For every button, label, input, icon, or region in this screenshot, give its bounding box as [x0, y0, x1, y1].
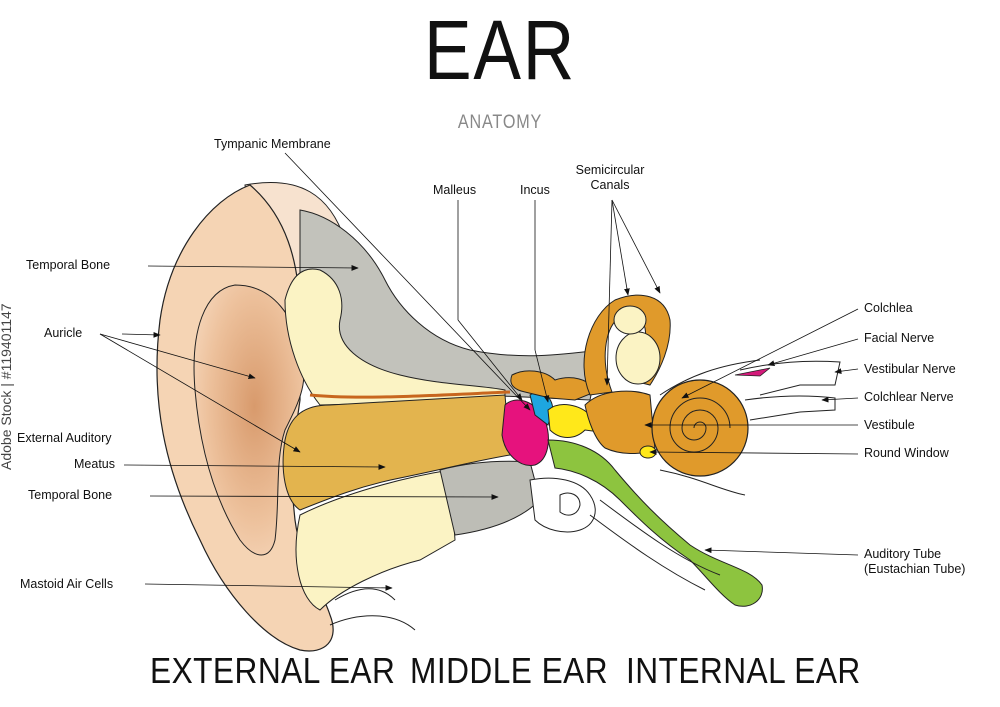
external-auditory-canal	[282, 394, 511, 511]
label-vestibule: Vestibule	[864, 418, 915, 432]
page-subtitle: ANATOMY	[457, 112, 543, 133]
leader-canals-c	[611, 199, 661, 294]
leader-mastoid	[144, 583, 393, 591]
nerve-outline	[659, 359, 761, 496]
page-title: EAR	[424, 3, 576, 97]
leader-canals-a	[604, 199, 613, 386]
leader-lines	[99, 152, 859, 591]
canal-membrane-line	[309, 390, 511, 399]
eustachian-tube	[547, 439, 763, 607]
leader-meatus	[123, 464, 386, 470]
bony-outline	[529, 477, 596, 533]
section-middle-ear: MIDDLE EAR	[410, 650, 609, 691]
label-auditory-tube-line2: (Eustachian Tube)	[864, 562, 966, 576]
leader-auditory-tube	[704, 547, 859, 556]
section-internal-ear: INTERNAL EAR	[626, 650, 861, 691]
label-incus: Incus	[520, 183, 550, 197]
label-temporal-bone-top: Temporal Bone	[26, 258, 111, 272]
leader-temporal-bottom	[149, 494, 499, 500]
label-cochlear-nerve: Colchlear Nerve	[864, 390, 954, 404]
label-external-auditory: External Auditory	[17, 431, 112, 445]
leader-round-window	[649, 449, 859, 455]
leader-facial	[767, 338, 859, 366]
label-tympanic-membrane: Tympanic Membrane	[214, 137, 331, 151]
section-external-ear: EXTERNAL EAR	[150, 650, 396, 691]
label-semicircular-line1: Semicircular	[575, 163, 645, 177]
label-auditory-tube: Auditory Tube (Eustachian Tube)	[864, 547, 965, 577]
label-round-window: Round Window	[864, 446, 949, 460]
leader-canals-b	[611, 199, 630, 296]
leader-cochlea	[681, 308, 859, 399]
cochlea-shape	[651, 379, 749, 477]
stock-watermark: Adobe Stock | #119401147	[0, 303, 14, 470]
semicircular-canals-shape	[583, 294, 671, 396]
label-meatus: Meatus	[74, 457, 115, 471]
label-vestibular-nerve: Vestibular Nerve	[864, 362, 956, 376]
leader-malleus-2	[457, 319, 523, 401]
label-auricle: Auricle	[44, 326, 83, 340]
leader-vestibular	[834, 368, 859, 375]
leader-temporal-top	[147, 265, 359, 271]
label-semicircular-canals: Semicircular Canals	[560, 163, 660, 193]
label-semicircular-line2: Canals	[590, 178, 630, 192]
label-malleus: Malleus	[433, 183, 477, 197]
leader-auricle-b	[99, 333, 256, 380]
label-facial-nerve: Facial Nerve	[864, 331, 935, 345]
mastoid-curves	[329, 588, 416, 631]
tube-outline	[589, 499, 721, 591]
leader-auricle-c	[99, 333, 301, 453]
label-cochlea: Colchlea	[864, 301, 913, 315]
facial-nerve-shape	[734, 367, 771, 377]
temporal-bone-cream-lower	[295, 469, 456, 611]
label-auditory-tube-line1: Auditory Tube	[864, 547, 942, 561]
nerve-bundle	[739, 360, 841, 421]
temporal-bone-lower	[439, 460, 541, 536]
label-mastoid-air-cells: Mastoid Air Cells	[20, 577, 114, 591]
leader-incus-2	[534, 349, 550, 403]
leader-tympanic	[284, 152, 531, 411]
temporal-bone-cream-upper	[284, 268, 506, 406]
vestibule-shape	[584, 390, 656, 454]
leader-auricle-a	[121, 331, 161, 338]
label-temporal-bone-bottom: Temporal Bone	[28, 488, 113, 502]
leader-cochlear	[821, 396, 859, 403]
